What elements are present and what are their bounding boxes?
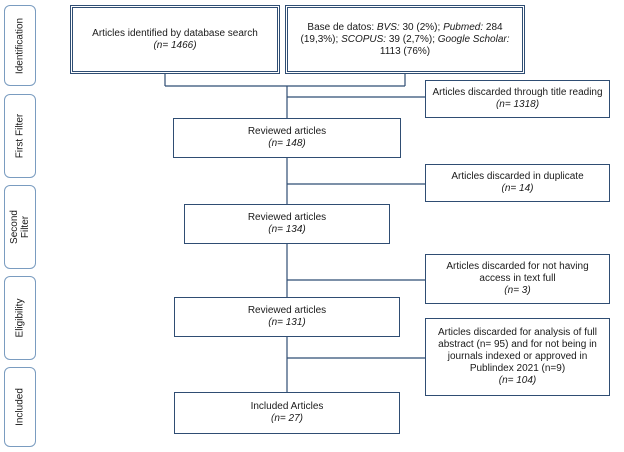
discarded-title-count: (n= 1318) bbox=[495, 99, 540, 110]
phase-included: Included bbox=[4, 367, 36, 447]
phase-second-filter: Second Filter bbox=[4, 185, 36, 269]
phase-eligibility-label: Eligibility bbox=[14, 298, 26, 338]
reviewed-1-text: Reviewed articles bbox=[247, 126, 327, 137]
box-databases: Base de datos: BVS: 30 (2%); Pubmed: 284… bbox=[285, 5, 525, 74]
box-reviewed-3: Reviewed articles (n= 131) bbox=[174, 297, 400, 337]
phase-included-label: Included bbox=[14, 388, 26, 426]
discarded-access-count: (n= 3) bbox=[504, 285, 531, 296]
db-scholar-value: 1113 (76%) bbox=[379, 45, 431, 57]
reviewed-2-count: (n= 134) bbox=[268, 224, 306, 235]
discarded-access-text: Articles discarded for not having access… bbox=[446, 261, 589, 284]
db-pubmed-name: Pubmed: bbox=[443, 21, 484, 33]
discarded-abstract-count: (n= 104) bbox=[498, 375, 537, 386]
databases-prefix: Base de datos: bbox=[307, 21, 377, 33]
db-scopus-name: SCOPUS: bbox=[341, 33, 387, 45]
reviewed-1-count: (n= 148) bbox=[268, 138, 306, 149]
discarded-abstract-text: Articles discarded for analysis of full … bbox=[438, 327, 597, 374]
box-reviewed-2: Reviewed articles (n= 134) bbox=[184, 204, 390, 244]
discarded-title-text: Articles discarded through title reading bbox=[432, 87, 603, 98]
box-discarded-title: Articles discarded through title reading… bbox=[425, 80, 610, 118]
phase-identification: Identification bbox=[4, 5, 36, 86]
reviewed-3-text: Reviewed articles bbox=[247, 305, 327, 316]
phase-first-filter-label: First Filter bbox=[14, 113, 26, 159]
databases-text: Base de datos: BVS: 30 (2%); Pubmed: 284… bbox=[296, 22, 514, 58]
db-bvs-name: BVS: bbox=[376, 21, 400, 33]
box-discarded-access: Articles discarded for not having access… bbox=[425, 254, 610, 304]
phase-first-filter: First Filter bbox=[4, 94, 36, 178]
box-identified-records: Articles identified by database search (… bbox=[70, 5, 280, 74]
phase-eligibility: Eligibility bbox=[4, 276, 36, 360]
identified-text: Articles identified by database search bbox=[92, 27, 258, 39]
included-text: Included Articles bbox=[250, 401, 324, 412]
phase-identification-label: Identification bbox=[14, 17, 26, 74]
discarded-duplicate-text: Articles discarded in duplicate bbox=[451, 171, 584, 182]
discarded-duplicate-count: (n= 14) bbox=[501, 183, 534, 194]
db-pubmed-value: 284 (19,3%); bbox=[300, 21, 503, 45]
db-scopus-value: 39 (2,7%); bbox=[386, 33, 438, 45]
box-discarded-duplicate: Articles discarded in duplicate (n= 14) bbox=[425, 164, 610, 202]
box-reviewed-1: Reviewed articles (n= 148) bbox=[173, 118, 401, 158]
box-discarded-abstract: Articles discarded for analysis of full … bbox=[425, 318, 610, 396]
identified-count: (n= 1466) bbox=[153, 39, 197, 51]
reviewed-2-text: Reviewed articles bbox=[247, 212, 327, 223]
included-count: (n= 27) bbox=[271, 413, 303, 424]
phase-second-filter-line1: Second bbox=[9, 210, 20, 244]
box-included: Included Articles (n= 27) bbox=[174, 392, 400, 434]
db-scholar-name: Google Scholar: bbox=[437, 33, 510, 45]
db-bvs-value: 30 (2%); bbox=[399, 21, 444, 33]
phase-second-filter-label: Second Filter bbox=[9, 210, 31, 244]
reviewed-3-count: (n= 131) bbox=[268, 317, 306, 328]
phase-second-filter-line2: Filter bbox=[20, 215, 31, 239]
